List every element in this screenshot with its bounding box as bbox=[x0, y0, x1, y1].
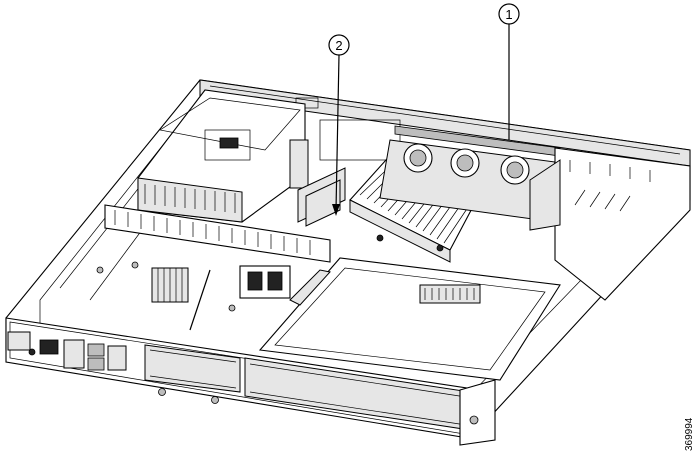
callout-2-arrowhead bbox=[332, 204, 340, 216]
callout-1: 1 bbox=[498, 3, 520, 140]
fan-assembly bbox=[379, 125, 561, 221]
callout-2-number: 2 bbox=[335, 38, 342, 53]
callout-1-number: 1 bbox=[505, 7, 512, 22]
callout-2: 2 bbox=[328, 34, 350, 216]
front-panel bbox=[5, 317, 496, 446]
right-bracket bbox=[529, 147, 691, 301]
module-bay bbox=[258, 257, 561, 381]
mid-cage-wall bbox=[104, 204, 331, 263]
figure-id-label: 369994 bbox=[684, 417, 695, 451]
power-supply-module bbox=[137, 89, 309, 223]
callout-2-leader bbox=[335, 54, 340, 211]
figure-id-text: 369994 bbox=[684, 417, 695, 451]
memory-slots bbox=[297, 119, 401, 227]
board-components bbox=[96, 261, 291, 331]
